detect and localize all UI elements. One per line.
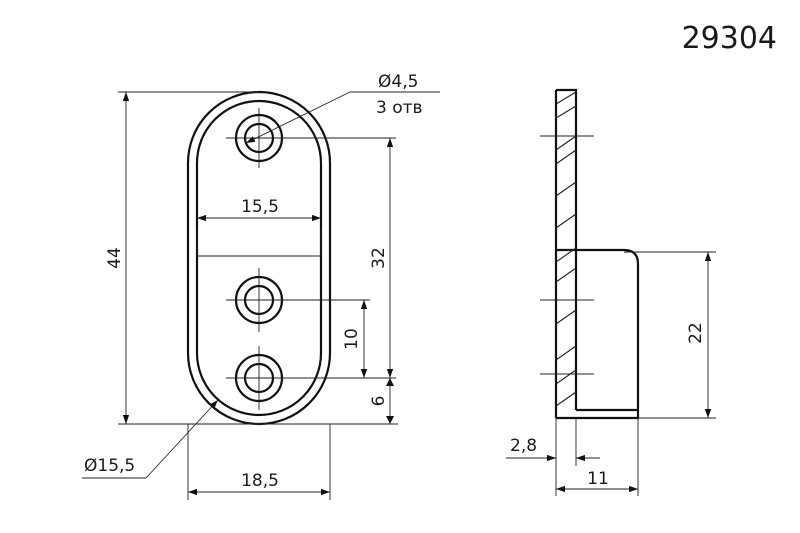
hole-offset-label: 10 [342,328,362,350]
section-hatching [555,91,577,407]
thickness-label: 2,8 [510,436,537,456]
outer-width-label: 18,5 [241,471,279,491]
end-leader [145,399,219,479]
depth-label: 11 [587,469,609,489]
front-view: Ø4,5 3 отв 15,5 44 32 10 6 Ø15,5 18, [82,72,440,500]
hole-middle [226,268,292,332]
bottom-offset-label: 6 [369,396,389,407]
height-label: 44 [105,247,125,269]
hole-bottom [226,346,292,410]
hook-profile [556,248,640,420]
part-number: 29304 [682,21,777,56]
hole-count-label: 3 отв [376,98,423,118]
side-view: 22 2,8 11 [506,88,716,496]
inner-width-label: 15,5 [241,197,279,217]
hole-spacing-label: 32 [369,247,389,269]
hole-top [226,108,292,168]
hole-diameter-label: Ø4,5 [378,72,418,92]
end-diameter-label: Ø15,5 [84,456,135,476]
plate-inner-outline [195,99,323,417]
hook-height-label: 22 [686,322,706,344]
plate-section-upper [556,88,578,252]
hole-leader [245,91,351,144]
